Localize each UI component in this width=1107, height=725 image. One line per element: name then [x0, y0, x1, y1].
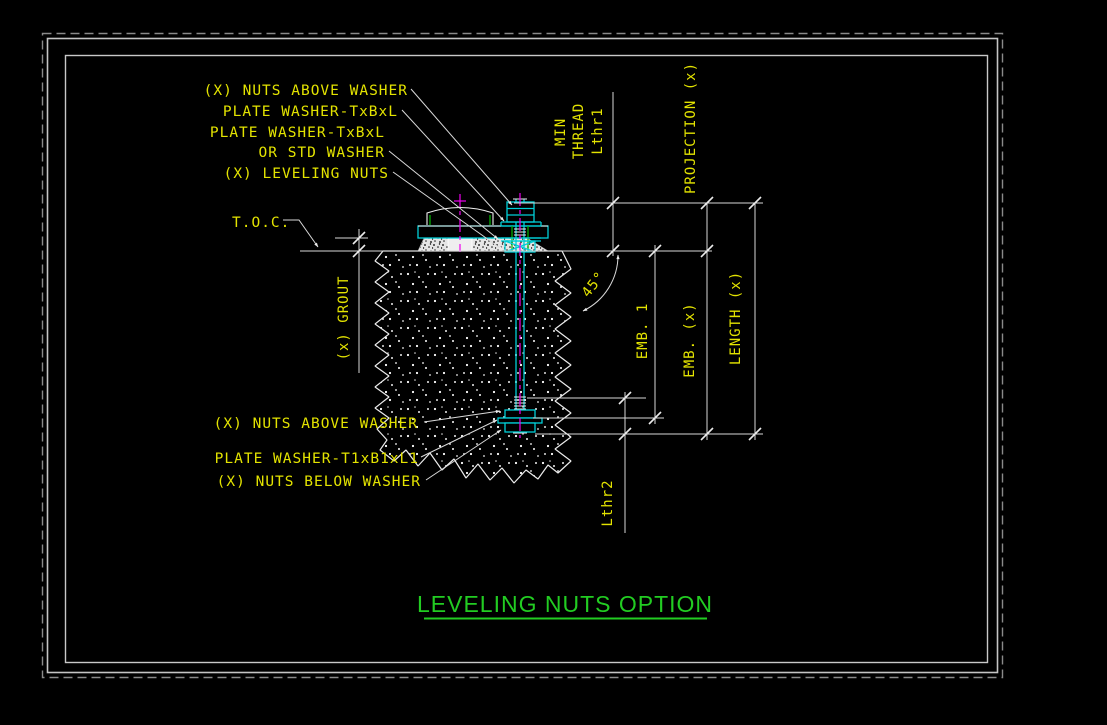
border-frame [41, 32, 1004, 679]
angle-arc [582, 254, 620, 312]
dim-grout: (x) GROUT [336, 276, 352, 361]
top-plate-washer [500, 221, 542, 227]
callout-plate-washer-or-std-2: OR STD WASHER [259, 145, 386, 161]
callout-leveling-nuts: (X) LEVELING NUTS [224, 166, 389, 182]
concrete-section [374, 237, 572, 484]
dim-emb1: EMB. 1 [635, 303, 651, 360]
dim-min-thread-2: THREAD [571, 103, 587, 160]
callout-leaders [283, 88, 513, 481]
callout-nuts-below-washer: (X) NUTS BELOW WASHER [217, 474, 421, 490]
dim-length: LENGTH (x) [728, 271, 744, 365]
callout-plate-washer-or-std-1: PLATE WASHER-TxBxL [210, 125, 385, 141]
view-title-text: LEVELING NUTS OPTION [417, 591, 713, 617]
callout-plate-washer-bottom: PLATE WASHER-T1xB1xL1 [215, 451, 419, 467]
dim-lthr2: Lthr2 [600, 479, 616, 526]
anchor-bolt-detail [417, 193, 549, 438]
dim-emb-x: EMB. (x) [682, 302, 698, 377]
dim-min-thread-1: MIN [553, 118, 569, 146]
callout-toc: T.O.C. [232, 215, 290, 231]
dimension-ticks [352, 196, 762, 441]
view-title: LEVELING NUTS OPTION [417, 591, 713, 620]
callout-nuts-above-washer-bottom: (X) NUTS ABOVE WASHER [214, 416, 418, 432]
dim-min-thread-3: Lthr1 [590, 107, 606, 154]
dim-angle-45: 45° [579, 268, 609, 300]
callout-nuts-above-washer-top: (X) NUTS ABOVE WASHER [204, 83, 408, 99]
dimensions [300, 92, 763, 533]
column-base-arc [426, 207, 494, 225]
dimension-labels: (x) GROUT MIN THREAD Lthr1 PROJECTION (x… [336, 62, 744, 527]
dim-projection: PROJECTION (x) [683, 62, 699, 194]
callout-plate-washer-top: PLATE WASHER-TxBxL [223, 104, 398, 120]
callouts: T.O.C. (X) NUTS ABOVE WASHER PLATE WASHE… [204, 83, 421, 490]
